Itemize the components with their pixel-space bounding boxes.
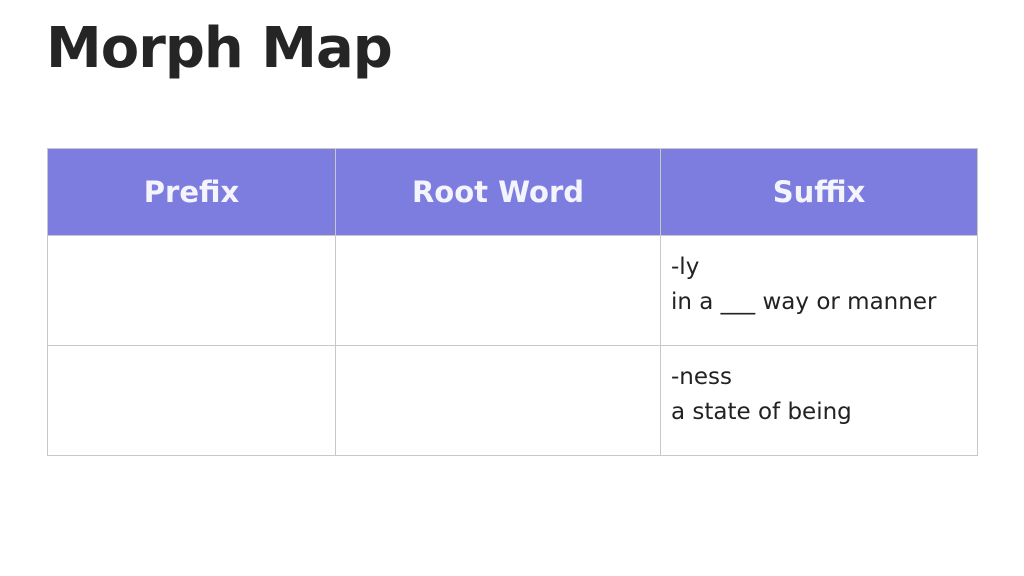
- prefix-cell[interactable]: [47, 345, 336, 456]
- table-row: -ness a state of being: [47, 345, 978, 456]
- root-word-cell[interactable]: [335, 345, 661, 456]
- page-title: Morph Map: [46, 16, 393, 81]
- prefix-cell-text: [48, 236, 335, 250]
- suffix-meaning: in a ___ way or manner: [671, 289, 937, 315]
- root-word-cell[interactable]: [335, 235, 661, 346]
- suffix-cell-content: -ness a state of being: [661, 346, 977, 430]
- suffix-meaning: a state of being: [671, 399, 852, 425]
- table-header-row: Prefix Root Word Suffix: [47, 148, 978, 236]
- prefix-cell[interactable]: [47, 235, 336, 346]
- morph-map-table: Prefix Root Word Suffix -ly in a ___ way…: [47, 148, 978, 456]
- suffix-cell[interactable]: -ness a state of being: [660, 345, 978, 456]
- root-word-cell-text: [336, 346, 660, 360]
- suffix-cell-content: -ly in a ___ way or manner: [661, 236, 977, 320]
- suffix-column-header: Suffix: [660, 148, 978, 236]
- suffix-text: -ly: [671, 254, 700, 280]
- table-row: -ly in a ___ way or manner: [47, 235, 978, 346]
- root-word-column-header: Root Word: [335, 148, 661, 236]
- root-word-cell-text: [336, 236, 660, 250]
- suffix-cell[interactable]: -ly in a ___ way or manner: [660, 235, 978, 346]
- suffix-text: -ness: [671, 364, 732, 390]
- prefix-column-header: Prefix: [47, 148, 336, 236]
- prefix-cell-text: [48, 346, 335, 360]
